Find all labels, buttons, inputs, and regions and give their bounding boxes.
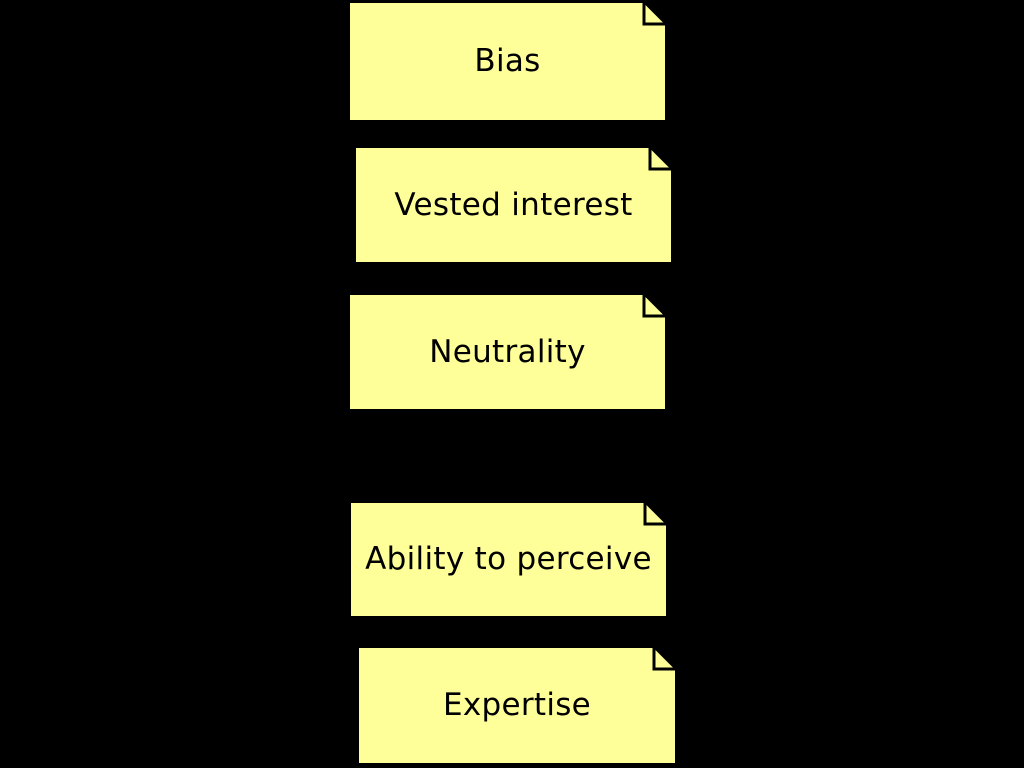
note-fold-icon	[648, 146, 673, 171]
note-shape-icon	[353, 145, 674, 265]
note-shape-icon	[356, 645, 678, 766]
note-label: Vested interest	[394, 186, 633, 223]
sticky-note[interactable]: Bias	[347, 0, 668, 123]
sticky-note[interactable]: Neutrality	[347, 292, 668, 412]
sticky-note[interactable]: Vested interest	[353, 145, 674, 265]
note-label: Expertise	[442, 687, 592, 723]
note-fold-icon	[642, 1, 667, 26]
note-body	[347, 0, 668, 123]
note-fold-icon	[643, 501, 668, 526]
note-body	[356, 645, 678, 766]
note-label: Bias	[474, 43, 541, 79]
note-shape-icon	[347, 0, 668, 123]
note-shape-icon	[347, 292, 668, 412]
sticky-note[interactable]: Expertise	[356, 645, 678, 766]
sticky-note[interactable]: Ability to perceive	[348, 500, 669, 619]
note-body	[348, 500, 669, 619]
note-label: Neutrality	[429, 333, 586, 370]
note-shape-icon	[348, 500, 669, 619]
note-body	[353, 145, 674, 265]
note-body	[347, 292, 668, 412]
note-fold-icon	[652, 646, 677, 671]
note-fold-icon	[642, 293, 667, 318]
note-label: Ability to perceive	[365, 541, 652, 577]
